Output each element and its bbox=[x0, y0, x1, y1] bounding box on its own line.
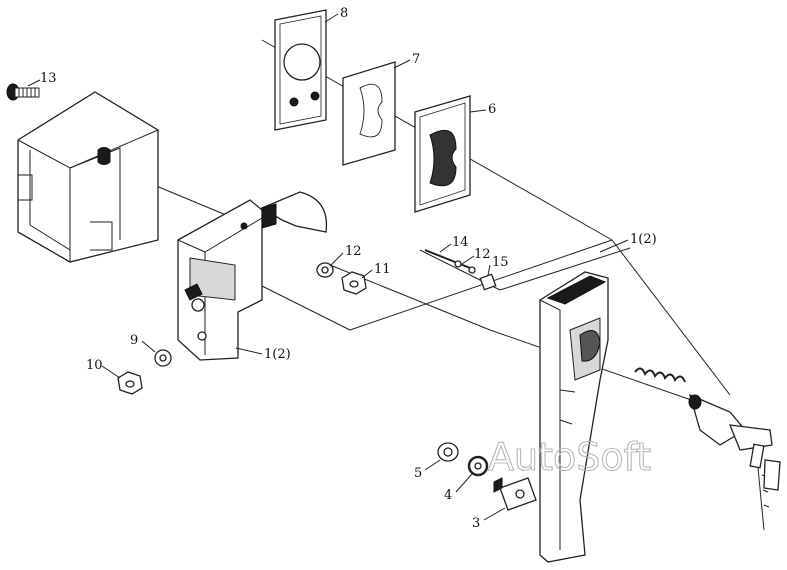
watermark: AutoSoft bbox=[488, 435, 651, 479]
callout-8: 8 bbox=[340, 6, 348, 21]
callout-5: 5 bbox=[414, 466, 422, 481]
callout-10: 10 bbox=[86, 358, 103, 373]
gasket-8 bbox=[274, 9, 327, 131]
handle bbox=[539, 271, 609, 563]
screw-13 bbox=[6, 83, 40, 101]
washer-9-nut-10 bbox=[117, 349, 172, 395]
washer-4 bbox=[467, 455, 489, 477]
washer-5 bbox=[437, 442, 459, 462]
callout-14: 14 bbox=[452, 235, 469, 250]
gasket-6 bbox=[414, 95, 471, 213]
callout-3: 3 bbox=[472, 516, 480, 531]
callout-15: 15 bbox=[492, 255, 509, 270]
callout-6: 6 bbox=[488, 102, 496, 117]
callout-12b: 12 bbox=[345, 244, 362, 259]
washer-12-nut-11 bbox=[316, 262, 367, 295]
mounting-bracket bbox=[17, 91, 159, 263]
leader-lines bbox=[27, 13, 629, 521]
callout-7: 7 bbox=[412, 52, 420, 67]
lock-cylinder bbox=[634, 367, 781, 531]
callout-13: 13 bbox=[40, 71, 57, 86]
latch-body bbox=[177, 191, 328, 361]
bolt-14 bbox=[424, 249, 497, 291]
pin-3 bbox=[493, 477, 537, 511]
callout-1b: 1(2) bbox=[630, 232, 657, 247]
callout-9: 9 bbox=[130, 333, 138, 348]
callouts: 13 8 7 6 14 12 15 1(2) 12 11 9 10 1(2) 5… bbox=[40, 6, 657, 531]
callout-11: 11 bbox=[374, 262, 391, 277]
callout-12a: 12 bbox=[474, 247, 491, 262]
callout-1a: 1(2) bbox=[264, 347, 291, 362]
gasket-7 bbox=[342, 61, 396, 166]
callout-4: 4 bbox=[444, 488, 452, 503]
